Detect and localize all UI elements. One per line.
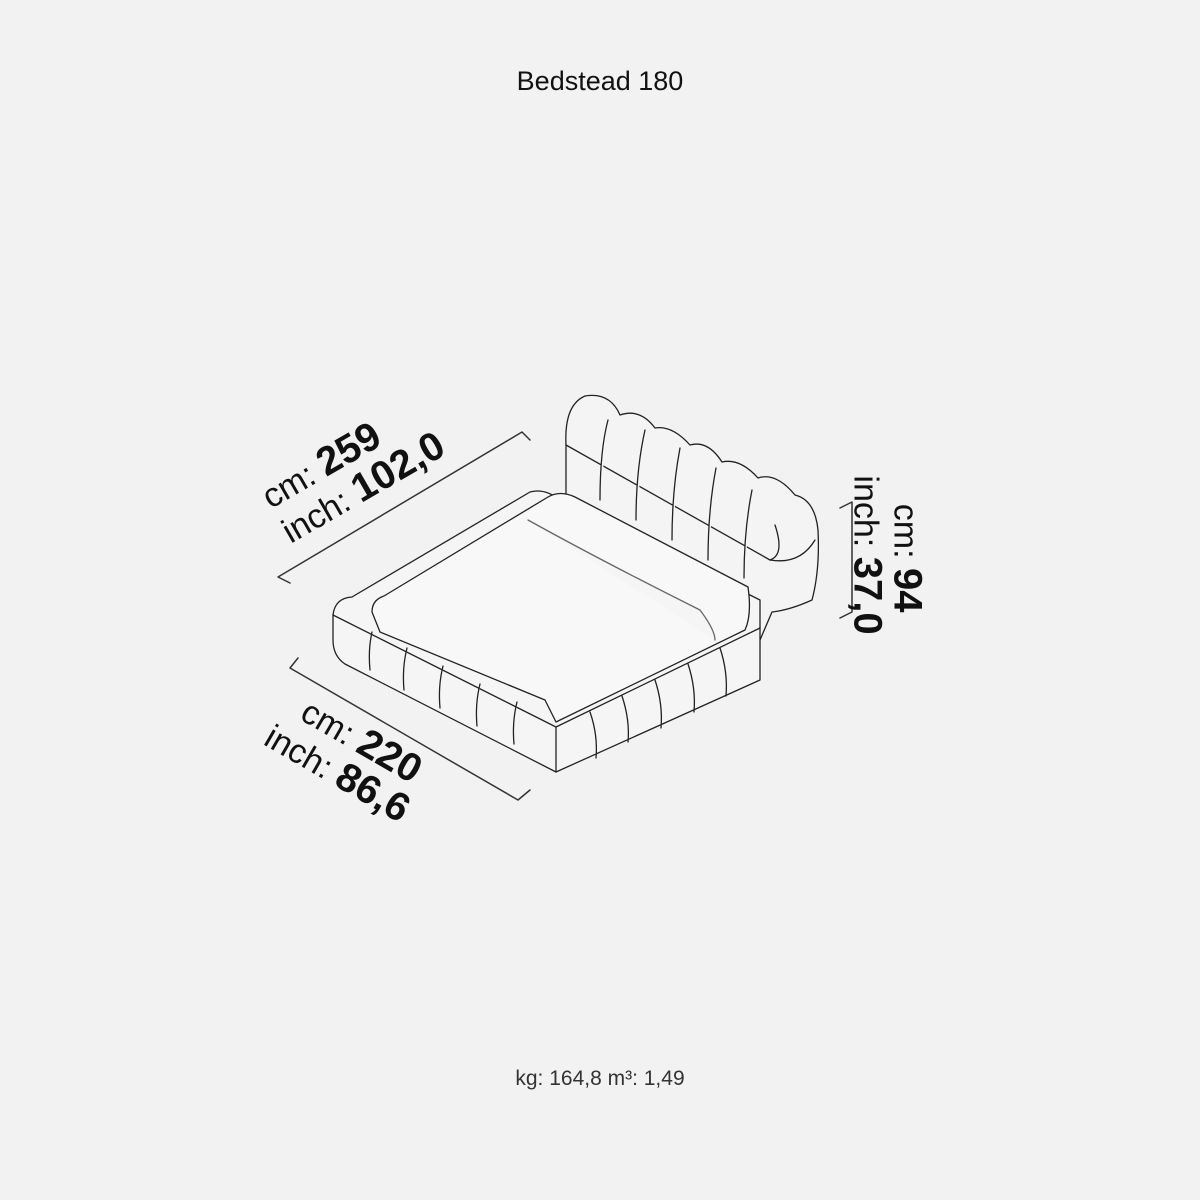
headboard: [565, 394, 820, 641]
length-dimension-line: [277, 431, 531, 584]
height-inch-value: 37,0: [845, 556, 890, 635]
width-dimension-line: [289, 657, 531, 801]
height-dimension-label: cm: 94 inch: 37,0: [845, 475, 930, 635]
height-cm-value: 94: [885, 568, 930, 613]
weight-volume-info: kg: 164,8 m³: 1,49: [515, 1067, 685, 1090]
height-cm-label: cm:: [886, 503, 925, 559]
bed-base: [332, 490, 761, 773]
height-dimension-line: [839, 501, 853, 619]
product-title: Bedstead 180: [516, 66, 684, 96]
height-inch-label: inch:: [846, 475, 885, 548]
